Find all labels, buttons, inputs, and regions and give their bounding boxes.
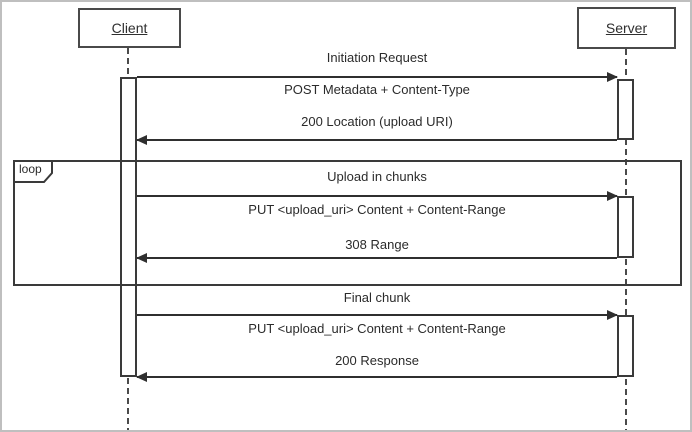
- server-activation-bar-final: [617, 315, 634, 377]
- label-final-chunk: Final chunk: [343, 290, 411, 305]
- server-activation-bar-initiation: [617, 79, 634, 140]
- label-put-chunk: PUT <upload_uri> Content + Content-Range: [248, 202, 506, 217]
- arrow-range-response: [136, 253, 617, 263]
- label-final-response: 200 Response: [335, 353, 419, 368]
- label-location-response: 200 Location (upload URI): [301, 114, 453, 129]
- label-post-metadata: POST Metadata + Content-Type: [284, 82, 470, 97]
- actor-server: Server: [577, 7, 676, 49]
- actor-client-label: Client: [111, 20, 148, 36]
- label-put-final: PUT <upload_uri> Content + Content-Range: [248, 321, 506, 336]
- loop-fragment-frame: [13, 160, 682, 286]
- actor-client: Client: [78, 8, 181, 48]
- arrow-final-response: [136, 372, 617, 382]
- client-activation-bar: [120, 77, 137, 377]
- arrow-location-response: [136, 135, 617, 145]
- label-upload-in-chunks: Upload in chunks: [327, 169, 427, 184]
- loop-fragment-tag: [13, 160, 53, 183]
- loop-fragment-label: loop: [19, 162, 42, 176]
- actor-server-label: Server: [605, 20, 648, 36]
- label-initiation-request: Initiation Request: [326, 50, 428, 65]
- arrow-put-final-request: [137, 310, 618, 320]
- server-activation-bar-chunk: [617, 196, 634, 258]
- arrow-initiation-request: [137, 72, 618, 82]
- arrow-put-chunk-request: [137, 191, 618, 201]
- label-range-response: 308 Range: [345, 237, 409, 252]
